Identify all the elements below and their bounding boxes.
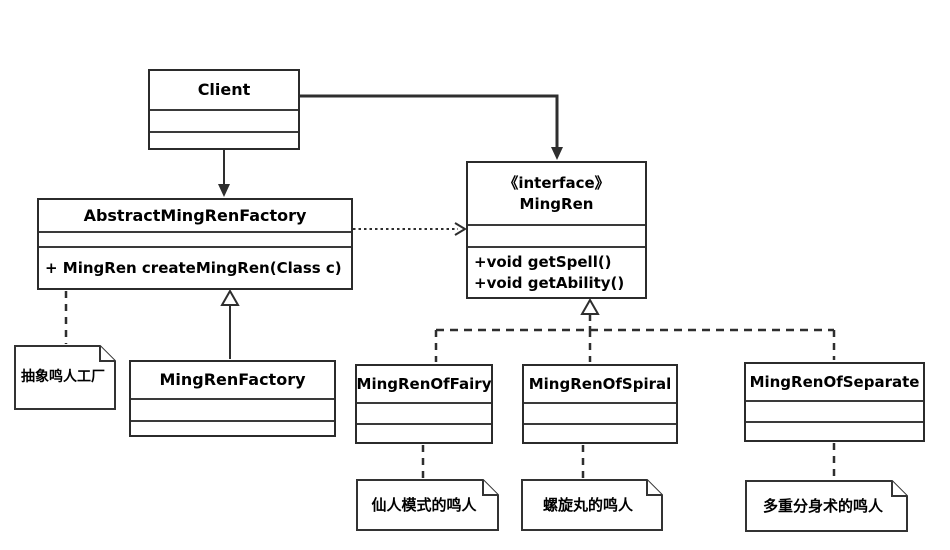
class-mingren-of-fairy-title: MingRenOfFairy: [356, 374, 492, 393]
spiral-note-shape: [521, 479, 663, 531]
factory-generalization-triangle-icon: [220, 288, 240, 306]
class-mingren-interface-title: MingRen: [519, 194, 594, 213]
class-mingren-of-fairy-attributes: [357, 402, 491, 423]
class-abstract-mingren-factory: AbstractMingRenFactory + MingRen createM…: [37, 198, 353, 290]
realization-triangle-icon: [580, 297, 600, 315]
note-fold-icon: [646, 480, 662, 496]
client-abstractfactory-arrowhead-icon: [218, 184, 230, 197]
class-mingren-interface-operations: +void getSpell() +void getAbility(): [468, 246, 645, 297]
class-abstract-mingren-factory-operations: + MingRen createMingRen(Class c): [39, 246, 351, 288]
method-create-mingren: + MingRen createMingRen(Class c): [45, 258, 342, 277]
method-get-ability: +void getAbility(): [474, 273, 625, 292]
class-abstract-mingren-factory-title: AbstractMingRenFactory: [83, 205, 307, 225]
class-mingren-of-separate-operations: [746, 421, 923, 440]
class-mingren-of-separate-attributes: [746, 400, 923, 421]
method-get-spell: +void getSpell(): [474, 252, 612, 271]
note-separate: 多重分身术的鸣人: [762, 497, 883, 515]
class-mingren-factory-operations: [131, 420, 334, 435]
class-abstract-mingren-factory-attributes: [39, 231, 351, 246]
class-mingren-interface: 《interface》 MingRen +void getSpell() +vo…: [466, 161, 647, 299]
class-mingren-factory-title: MingRenFactory: [159, 370, 306, 390]
class-mingren-factory: MingRenFactory: [129, 360, 336, 437]
class-mingren-of-separate-title: MingRenOfSeparate: [749, 372, 920, 391]
class-mingren-of-spiral-operations: [524, 423, 676, 442]
note-spiral: 螺旋丸的鸣人: [542, 496, 633, 514]
class-mingren-of-spiral-title: MingRenOfSpiral: [528, 374, 672, 393]
class-mingren-interface-attributes: [468, 224, 645, 246]
class-client-title: Client: [197, 80, 251, 100]
note-fairy: 仙人模式的鸣人: [371, 496, 477, 514]
abstractfactory-note-shape: [14, 345, 116, 410]
abstractfactory-mingren-open-arrowhead-icon: [454, 222, 467, 236]
class-mingren-of-spiral-attributes: [524, 402, 676, 423]
class-mingren-of-spiral: MingRenOfSpiral: [522, 364, 678, 444]
interface-stereotype-label: 《interface》: [503, 174, 610, 193]
class-mingren-of-separate: MingRenOfSeparate: [744, 362, 925, 442]
note-abstract-factory: 抽象鸣人工厂: [21, 369, 105, 386]
note-fold-icon: [482, 480, 498, 496]
separate-note-shape: [745, 480, 908, 532]
note-fold-icon: [99, 346, 115, 362]
class-mingren-factory-attributes: [131, 398, 334, 420]
class-client-attributes: [150, 109, 298, 131]
fairy-note-shape: [356, 479, 499, 531]
client-mingren-arrowhead-icon: [551, 147, 563, 160]
client-mingren-association-line: [300, 94, 559, 150]
note-fold-icon: [891, 481, 907, 497]
class-mingren-of-fairy-operations: [357, 423, 491, 442]
class-mingren-of-fairy: MingRenOfFairy: [355, 364, 493, 444]
class-client-operations: [150, 131, 298, 148]
class-client: Client: [148, 69, 300, 150]
